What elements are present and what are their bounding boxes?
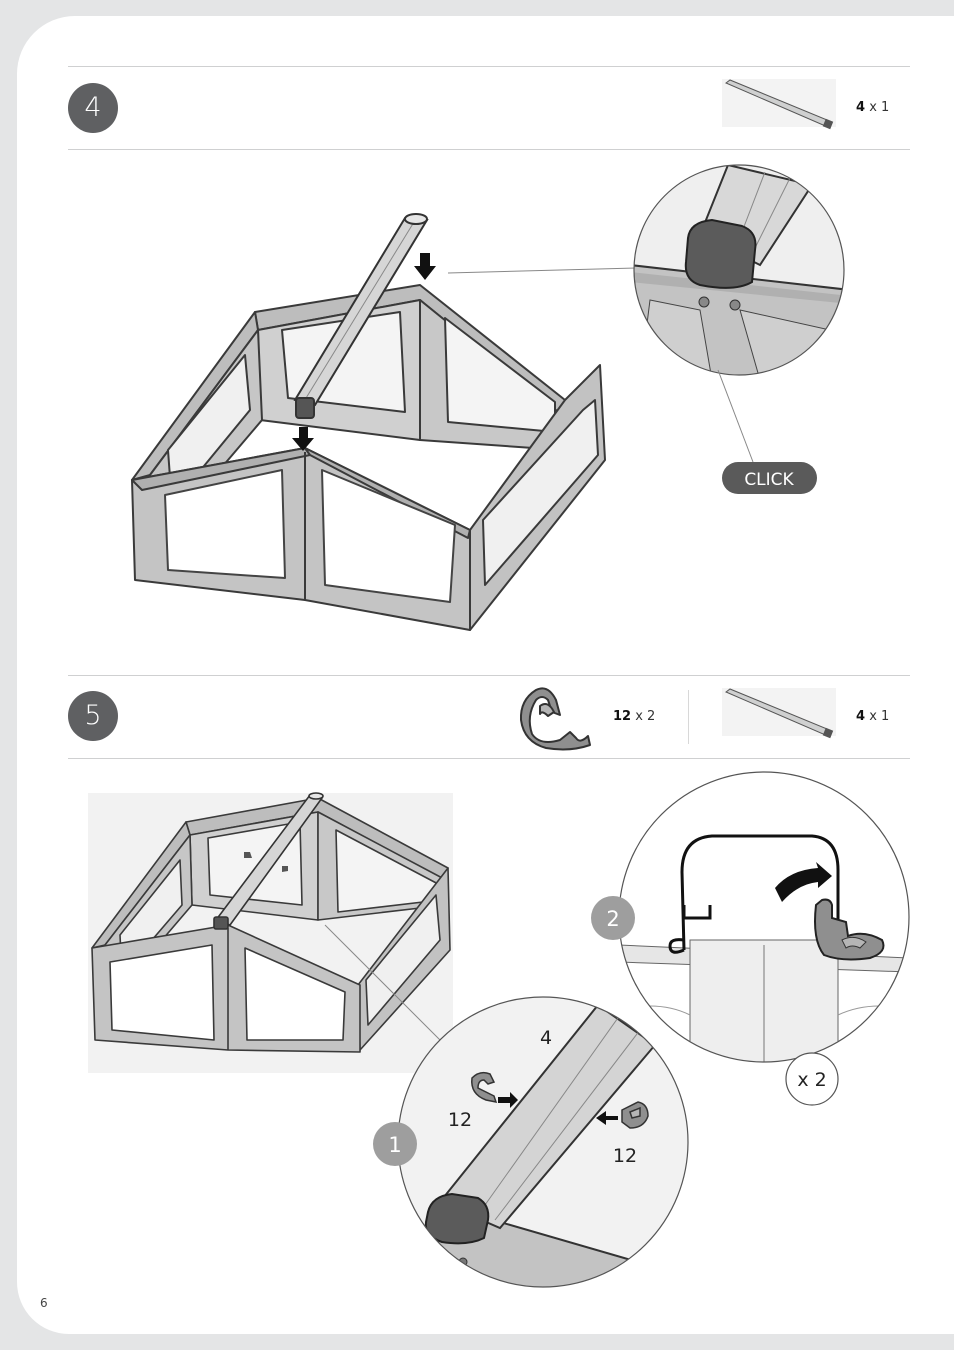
page-number: 6: [40, 1296, 48, 1310]
greenhouse-frame-step5: [88, 793, 453, 1073]
repeat-count-label: x 2: [797, 1069, 826, 1091]
detail1-clip-left-label: 12: [448, 1109, 472, 1131]
detail1-clip-right-label: 12: [613, 1145, 637, 1167]
detail1-badge-label: 1: [388, 1133, 401, 1157]
clip-detail-circle-2: [618, 772, 913, 1070]
detail1-part-label: 4: [540, 1027, 552, 1049]
detail2-badge-label: 2: [606, 907, 619, 931]
